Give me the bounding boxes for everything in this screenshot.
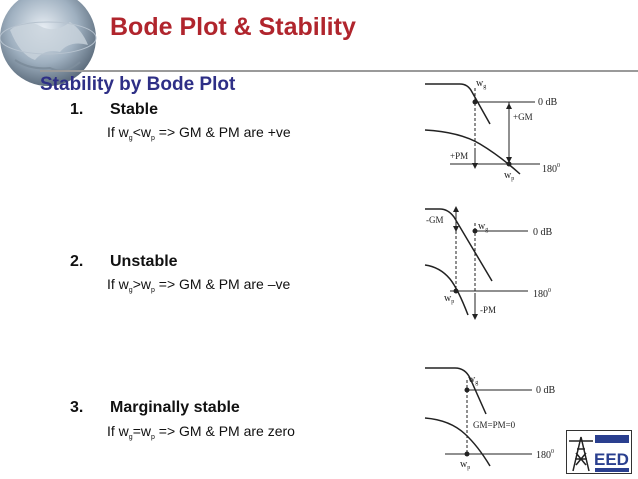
gm-label: -GM: [426, 215, 444, 225]
item-heading: Unstable: [110, 253, 178, 270]
item-stable: 1. Stable: [70, 101, 158, 119]
cond-text: => GM & PM are –ve: [154, 276, 291, 292]
wp-label: wp: [504, 170, 514, 182]
cond-sub: g: [128, 434, 133, 441]
item-condition: If wg>wp => GM & PM are –ve: [107, 276, 290, 294]
cond-text: If w: [107, 423, 129, 439]
wp-point: [506, 161, 512, 167]
cond-text: =w: [132, 423, 151, 439]
cond-text: >w: [132, 276, 151, 292]
db-label: 0 dB: [533, 227, 553, 238]
item-number: 3.: [70, 399, 84, 416]
slide-subtitle: Stability by Bode Plot: [40, 74, 236, 95]
wg-point: [464, 387, 470, 393]
wg-label: wg: [476, 78, 486, 90]
cond-sub: g: [128, 135, 133, 142]
cond-text: If w: [107, 124, 129, 140]
bode-plot-stable: wg 0 dB +GM +PM 1800 wp: [424, 78, 560, 182]
wp-point: [453, 288, 459, 294]
cond-sub: p: [150, 434, 155, 441]
tower-icon: EED: [569, 435, 629, 472]
magnitude-curve: [425, 83, 491, 125]
wg-label: wg: [468, 374, 478, 386]
phase-curve: [424, 264, 469, 316]
phase-label: 1800: [542, 163, 560, 175]
phase-curve: [424, 129, 521, 175]
cond-sub: p: [150, 135, 155, 142]
cond-text: => GM & PM are +ve: [154, 124, 291, 140]
item-condition: If wg=wp => GM & PM are zero: [107, 423, 295, 441]
wg-point: [472, 99, 478, 105]
title-divider: [40, 70, 638, 72]
gm-label: +GM: [513, 112, 533, 122]
phase-label: 1800: [533, 288, 551, 300]
cond-sub: g: [128, 287, 133, 294]
pm-label: +PM: [450, 151, 468, 161]
item-marginal: 3. Marginally stable: [70, 399, 240, 417]
magnitude-curve: [425, 208, 493, 282]
item-number: 2.: [70, 253, 84, 270]
db-label: 0 dB: [536, 385, 556, 396]
phase-label: 1800: [536, 449, 554, 461]
item-number: 1.: [70, 101, 84, 118]
eed-logo: EED: [566, 430, 632, 474]
db-label: 0 dB: [538, 97, 558, 108]
wg-label: wg: [478, 221, 488, 233]
globe-icon: [0, 0, 97, 86]
item-unstable: 2. Unstable: [70, 253, 178, 271]
cond-text: If w: [107, 276, 129, 292]
wg-point: [472, 228, 478, 234]
magnitude-curve: [425, 367, 487, 415]
slide-title: Bode Plot & Stability: [110, 13, 356, 41]
cond-text: => GM & PM are zero: [154, 423, 295, 439]
item-heading: Stable: [110, 101, 159, 118]
logo-text: EED: [594, 450, 629, 469]
gm-pm-label: GM=PM=0: [473, 420, 516, 430]
bode-plot-unstable: -GM wg 0 dB wp 1800 -PM: [424, 206, 553, 320]
wp-label: wp: [444, 293, 454, 305]
pm-label: -PM: [480, 305, 496, 315]
item-condition: If wg<wp => GM & PM are +ve: [107, 124, 291, 142]
wp-point: [464, 451, 470, 457]
cond-sub: p: [150, 287, 155, 294]
item-heading: Marginally stable: [110, 399, 240, 416]
bode-plot-marginal: wg 0 dB GM=PM=0 1800 wp: [424, 367, 556, 471]
cond-text: <w: [132, 124, 151, 140]
phase-curve: [424, 417, 491, 467]
wp-label: wp: [460, 459, 470, 471]
